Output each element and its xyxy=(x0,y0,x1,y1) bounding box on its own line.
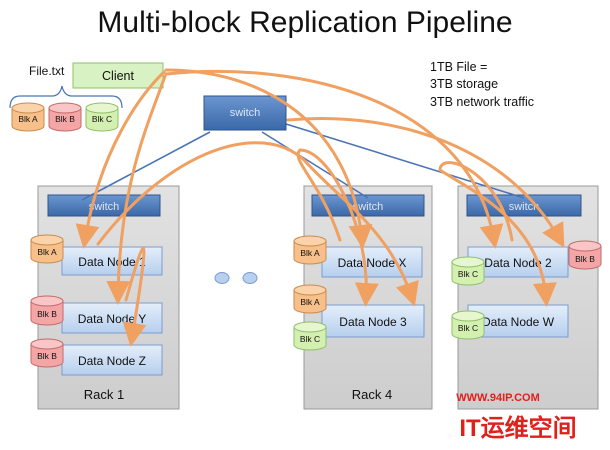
blk-rack3-nodew-c-label: Blk C xyxy=(458,323,478,333)
blk-rack1-nodez: Blk B xyxy=(30,338,64,368)
arrow-client-to-node2 xyxy=(164,69,504,249)
watermark-brand: IT运维空间 xyxy=(459,414,576,442)
rack-4-switch xyxy=(311,194,425,217)
client: Client xyxy=(72,62,164,89)
arrow-nodex-to-node3 xyxy=(296,148,379,307)
note-line-3: 3TB network traffic xyxy=(430,95,534,109)
blk-rack4-node3-a: Blk A xyxy=(293,284,327,314)
rack-3: switch xyxy=(457,185,599,410)
blk-rack4-node3-a-label: Blk A xyxy=(300,297,320,307)
arrow-client-to-node1 xyxy=(75,70,166,249)
rack-3-switch xyxy=(466,194,582,217)
arrow-node3-to-node2 xyxy=(286,117,565,248)
data-node-z: Data Node Z xyxy=(61,344,163,376)
data-node-z-label: Data Node Z xyxy=(78,354,146,368)
data-node-2: Data Node 2 xyxy=(467,246,569,278)
core-switch-label: switch xyxy=(230,107,261,119)
arrow-node1-to-nodex xyxy=(96,141,419,307)
blk-rack3-node2-c: Blk C xyxy=(451,256,485,286)
blk-rack1-nodey-label: Blk B xyxy=(37,309,57,319)
blk-rack3-nodew-c: Blk C xyxy=(451,310,485,340)
data-node-1-label: Data Node 1 xyxy=(78,255,146,269)
arrow-client-to-nodey xyxy=(106,74,167,305)
data-node-y: Data Node Y xyxy=(61,302,163,334)
data-node-x: Data Node X xyxy=(321,246,423,278)
note-line-1: 1TB File = xyxy=(430,60,487,74)
data-node-3-label: Data Node 3 xyxy=(339,315,407,329)
core-switch-box xyxy=(203,95,287,131)
note-line-2: 3TB storage xyxy=(430,77,498,91)
file-block-a-label: Blk A xyxy=(18,114,38,124)
rack-3-body xyxy=(457,185,599,410)
blk-rack1-node1-label: Blk A xyxy=(37,247,57,257)
watermark: WWW.94IP.COM IT运维空间 xyxy=(456,392,576,442)
file-label: File.txt xyxy=(29,64,65,78)
file-block-c-label: Blk C xyxy=(92,114,112,124)
blk-rack3-node2-b: Blk B xyxy=(568,240,602,270)
file-brace xyxy=(9,85,123,109)
file-block-b: Blk B xyxy=(48,102,82,132)
blk-rack1-nodey: Blk B xyxy=(30,295,64,326)
data-node-w-label: Data Node W xyxy=(482,315,555,329)
rack-3-switch-label: switch xyxy=(509,201,540,213)
data-node-2-label: Data Node 2 xyxy=(484,256,552,270)
arrow-node2-to-nodew xyxy=(438,161,557,307)
rack-1-label: Rack 1 xyxy=(84,387,124,402)
blk-rack3-node2-c-label: Blk C xyxy=(458,269,478,279)
file-block-a: Blk A xyxy=(11,102,45,132)
data-node-3: Data Node 3 xyxy=(321,304,425,338)
data-node-1: Data Node 1 xyxy=(61,246,163,276)
rack-4-label: Rack 4 xyxy=(352,387,392,402)
rack-1-switch xyxy=(47,194,161,217)
link-rack-3 xyxy=(285,123,525,199)
link-rack-1 xyxy=(81,131,211,201)
blk-rack4-node3-c-label: Blk C xyxy=(300,334,320,344)
client-box xyxy=(72,62,164,89)
data-node-x-label: Data Node X xyxy=(338,256,407,270)
blk-rack4-nodex-label: Blk A xyxy=(300,248,320,258)
replication-arrows xyxy=(75,68,565,347)
blk-rack4-node3-c: Blk C xyxy=(293,321,327,351)
more-racks-dots xyxy=(214,272,258,284)
blk-rack1-nodez-label: Blk B xyxy=(37,351,57,361)
client-label: Client xyxy=(102,69,134,83)
file-block-c: Blk C xyxy=(85,102,119,132)
blk-rack4-nodex: Blk A xyxy=(293,235,327,265)
blk-rack1-node1: Blk A xyxy=(30,234,64,264)
storage-note: 1TB File = 3TB storage 3TB network traff… xyxy=(430,60,534,109)
blk-rack3-node2-b-label: Blk B xyxy=(575,254,595,264)
page-title: Multi-block Replication Pipeline xyxy=(97,6,512,39)
rack-4-switch-label: switch xyxy=(353,201,384,213)
arrow-nodey-to-nodez xyxy=(122,247,147,347)
file-block-b-label: Blk B xyxy=(55,114,75,124)
core-switch: switch xyxy=(203,95,287,131)
watermark-url: WWW.94IP.COM xyxy=(456,392,540,404)
rack-1-switch-label: switch xyxy=(89,201,120,213)
